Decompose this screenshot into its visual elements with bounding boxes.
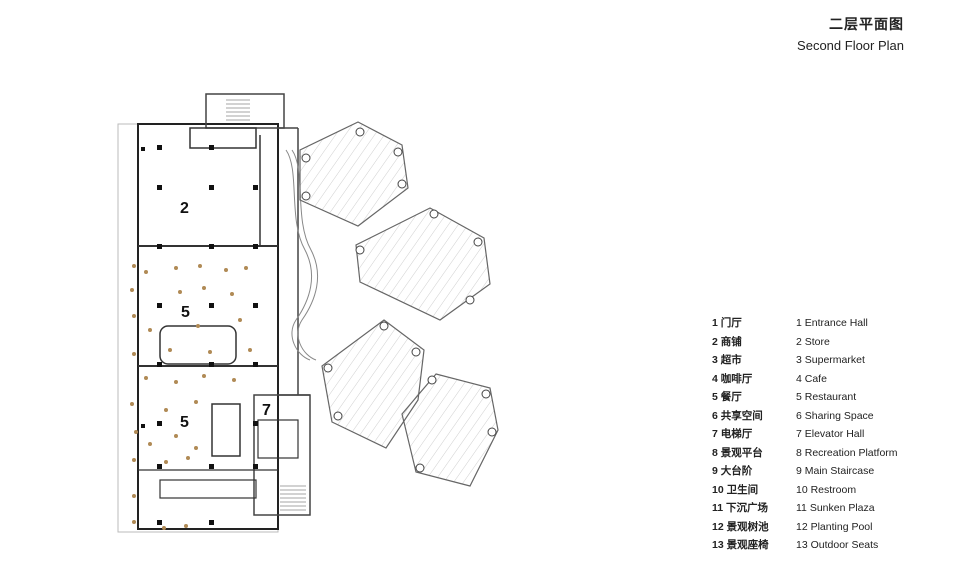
legend-row: 5 餐厅 5 Restaurant (712, 388, 898, 407)
legend-row: 3 超市 3 Supermarket (712, 351, 898, 370)
legend-row: 1 门厅 1 Entrance Hall (712, 314, 898, 333)
legend-label-cn: 9 大台阶 (712, 465, 753, 477)
legend-row: 8 景观平台 8 Recreation Platform (712, 444, 898, 463)
legend: 1 门厅 1 Entrance Hall 2 商铺 2 Store 3 超市 3 Supe… (712, 314, 898, 555)
legend-label-en: 6 Sharing Space (796, 409, 874, 422)
legend-label-cn: 4 咖啡厅 (712, 372, 753, 385)
legend-label-cn: 13 景观座椅 (712, 539, 769, 551)
platform-columns (301, 127, 497, 473)
legend-row: 6 共享空间 6 Sharing Space (712, 407, 898, 426)
plan-title-cn: 二层平面图 (829, 16, 904, 32)
recreation-platforms (299, 121, 499, 487)
room-label-restaurant-upper: 5 (181, 304, 190, 321)
legend-label-cn: 2 商铺 (712, 335, 742, 348)
plan-title-en: Second Floor Plan (797, 38, 904, 53)
legend-row: 9 大台阶 9 Main Staircase (712, 462, 898, 481)
top-staircase (226, 99, 250, 121)
legend-label-cn: 1 门厅 (712, 317, 742, 329)
legend-label-en: 10 Restroom (796, 483, 857, 496)
legend-label-en: 5 Restaurant (796, 391, 857, 403)
legend-label-en: 2 Store (796, 335, 830, 348)
legend-label-cn: 3 超市 (712, 354, 742, 366)
legend-label-cn: 10 卫生间 (712, 483, 759, 496)
room-label-elevator-hall: 7 (262, 402, 271, 419)
legend-label-cn: 5 餐厅 (712, 391, 742, 403)
legend-row: 12 景观树池 12 Planting Pool (712, 518, 898, 537)
legend-label-en: 12 Planting Pool (796, 520, 873, 533)
legend-row: 13 景观座椅 13 Outdoor Seats (712, 536, 898, 555)
interior-walls (138, 127, 299, 499)
legend-row: 4 咖啡厅 4 Cafe (712, 370, 898, 389)
restaurant-tables (130, 264, 252, 530)
building-outline (117, 93, 311, 533)
legend-row: 10 卫生间 10 Restroom (712, 481, 898, 500)
room-label-restaurant-lower: 5 (180, 414, 189, 431)
legend-label-en: 4 Cafe (796, 372, 827, 385)
legend-label-en: 8 Recreation Platform (796, 446, 898, 459)
legend-label-en: 9 Main Staircase (796, 465, 875, 477)
room-label-store: 2 (180, 200, 189, 217)
legend-label-en: 7 Elevator Hall (796, 428, 865, 440)
legend-label-cn: 11 下沉广场 (712, 502, 769, 514)
legend-row: 2 商铺 2 Store (712, 333, 898, 352)
legend-label-en: 1 Entrance Hall (796, 317, 868, 329)
legend-label-cn: 12 景观树池 (712, 520, 769, 533)
legend-label-en: 11 Sunken Plaza (796, 502, 875, 514)
legend-row: 11 下沉广场 11 Sunken Plaza (712, 499, 898, 518)
legend-label-cn: 6 共享空间 (712, 409, 763, 422)
legend-row: 7 电梯厅 7 Elevator Hall (712, 425, 898, 444)
lower-staircase (280, 485, 306, 511)
legend-label-en: 13 Outdoor Seats (796, 539, 879, 551)
columns (141, 145, 258, 525)
legend-label-cn: 7 电梯厅 (712, 428, 753, 440)
legend-label-en: 3 Supermarket (796, 354, 865, 366)
legend-label-cn: 8 景观平台 (712, 446, 763, 459)
